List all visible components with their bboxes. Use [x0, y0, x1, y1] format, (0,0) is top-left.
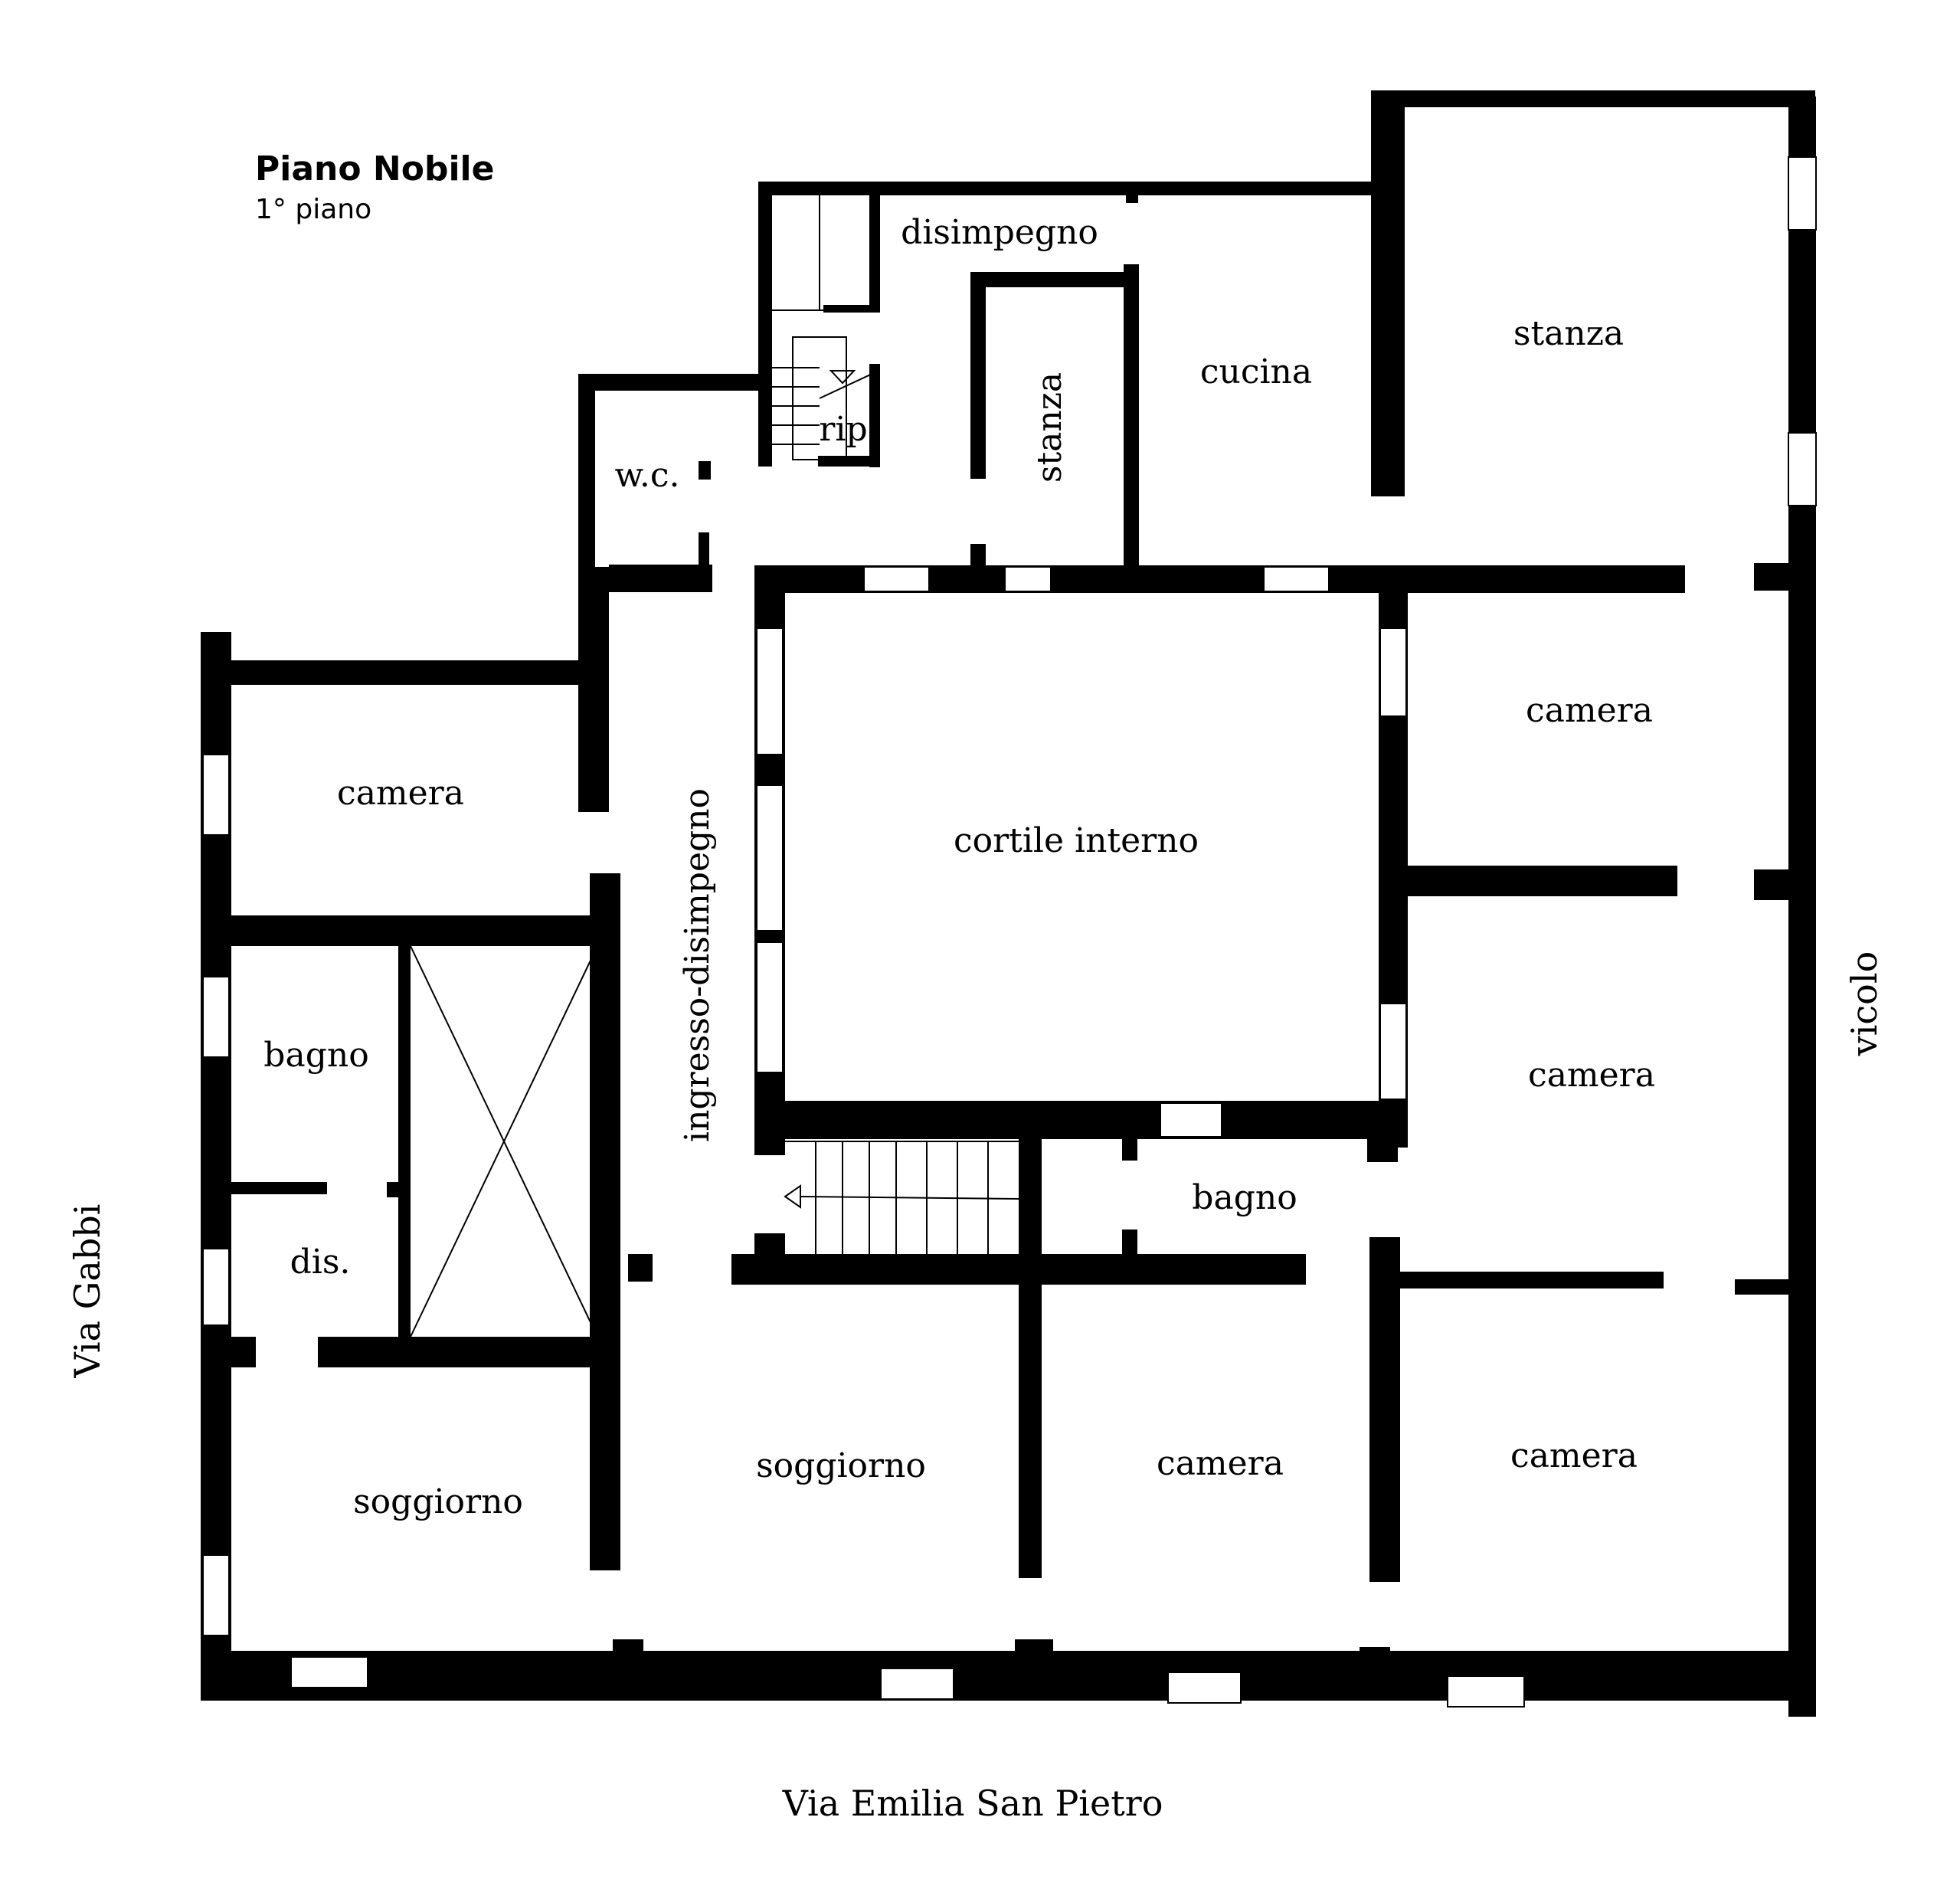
room-label-bagno-west: bagno [263, 1036, 368, 1075]
stairs-south [784, 1141, 1019, 1256]
street-label-south: Via Emilia San Pietro [782, 1783, 1163, 1824]
street-label-west: Via Gabbi [67, 1204, 108, 1379]
walls [201, 90, 1816, 1717]
plan-title: Piano Nobile [255, 149, 494, 188]
room-label-bagno-center: bagno [1192, 1178, 1297, 1217]
room-label-cucina: cucina [1200, 352, 1312, 391]
room-label-wc: w.c. [614, 456, 679, 495]
room-label-dis: dis. [290, 1243, 351, 1282]
street-label-east: vicolo [1844, 951, 1885, 1057]
room-label-camera-east1: camera [1526, 691, 1653, 730]
room-label-soggiorno-west: soggiorno [353, 1482, 523, 1521]
room-label-ingresso-disimpegno: ingresso-disimpegno [678, 788, 717, 1142]
room-label-disimpegno: disimpegno [901, 213, 1098, 252]
room-label-stanza: stanza [1513, 314, 1624, 353]
windows [202, 156, 1817, 1708]
room-label-camera-south1: camera [1157, 1444, 1284, 1483]
room-label-camera-south2: camera [1510, 1436, 1638, 1475]
room-label-soggiorno-center: soggiorno [756, 1446, 926, 1485]
room-label-stanza-small: stanza [1030, 372, 1069, 483]
plan-subtitle: 1° piano [255, 194, 371, 225]
room-label-ripostiglio: rip. [819, 410, 878, 449]
void-shaft [410, 945, 598, 1338]
stairs-north [772, 195, 878, 460]
room-label-camera-west: camera [337, 774, 464, 813]
room-label-cortile-interno: cortile interno [954, 821, 1199, 860]
room-label-camera-east2: camera [1528, 1056, 1655, 1095]
